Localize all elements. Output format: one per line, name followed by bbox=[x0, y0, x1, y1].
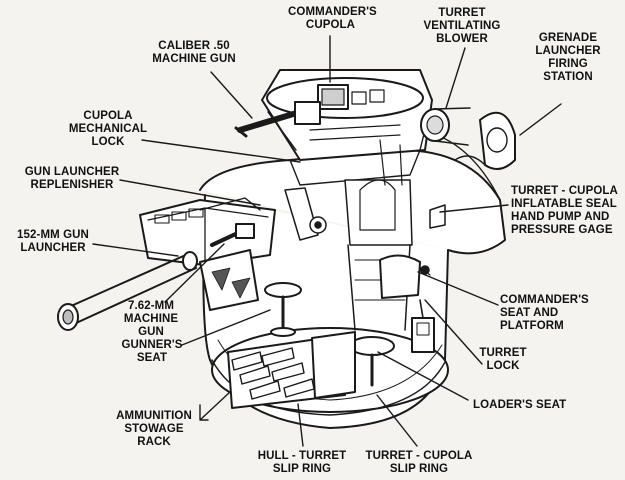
loader-seat-drawing bbox=[349, 336, 395, 387]
label-gun-launcher-replenisher: GUN LAUNCHER REPLENISHER bbox=[24, 166, 120, 191]
leader-lines bbox=[92, 35, 562, 447]
label-grenade-launcher-firing-station: GRENADE LAUNCHER FIRING STATION bbox=[535, 32, 601, 83]
label-cupola-mechanical-lock: CUPOLA MECHANICAL LOCK bbox=[68, 110, 148, 148]
cal50-gun-drawing bbox=[234, 101, 321, 138]
label-762mm-machine-gun: 7.62-MM MACHINE GUN bbox=[123, 300, 179, 338]
grenade-station-drawing bbox=[454, 111, 516, 170]
blower-drawing bbox=[420, 107, 471, 146]
ammo-rack-drawing bbox=[227, 331, 356, 409]
label-turret-lock: TURRET LOCK bbox=[479, 347, 527, 372]
label-turret-ventilating-blower: TURRET VENTILATING BLOWER bbox=[423, 7, 501, 45]
breech-drawing bbox=[139, 197, 276, 266]
label-loaders-seat: LOADER'S SEAT bbox=[473, 399, 567, 411]
label-caliber-50-machine-gun: CALIBER .50 MACHINE GUN bbox=[152, 40, 236, 65]
label-ammunition-stowage-rack: AMMUNITION STOWAGE RACK bbox=[116, 410, 192, 448]
gunner-seat-drawing bbox=[264, 282, 302, 337]
label-gunners-seat: GUNNER'S SEAT bbox=[121, 339, 183, 364]
turret-interior bbox=[284, 139, 446, 331]
label-commanders-seat-platform: COMMANDER'S SEAT AND PLATFORM bbox=[500, 294, 589, 332]
label-commanders-cupola: COMMANDER'S CUPOLA bbox=[288, 6, 377, 31]
coax-gun-drawing bbox=[210, 223, 255, 247]
gun-shield-drawing bbox=[199, 249, 259, 311]
label-152mm-gun-launcher: 152-MM GUN LAUNCHER bbox=[17, 229, 89, 254]
label-turret-cupola-inflatable-seal: TURRET - CUPOLA INFLATABLE SEAL HAND PUM… bbox=[511, 185, 618, 236]
label-turret-cupola-slip-ring: TURRET - CUPOLA SLIP RING bbox=[365, 450, 473, 475]
turret-lock-drawing bbox=[411, 317, 435, 353]
gun-barrel-drawing bbox=[57, 251, 198, 331]
label-hull-turret-slip-ring: HULL - TURRET SLIP RING bbox=[257, 450, 347, 475]
cupola-drawing bbox=[261, 69, 433, 161]
